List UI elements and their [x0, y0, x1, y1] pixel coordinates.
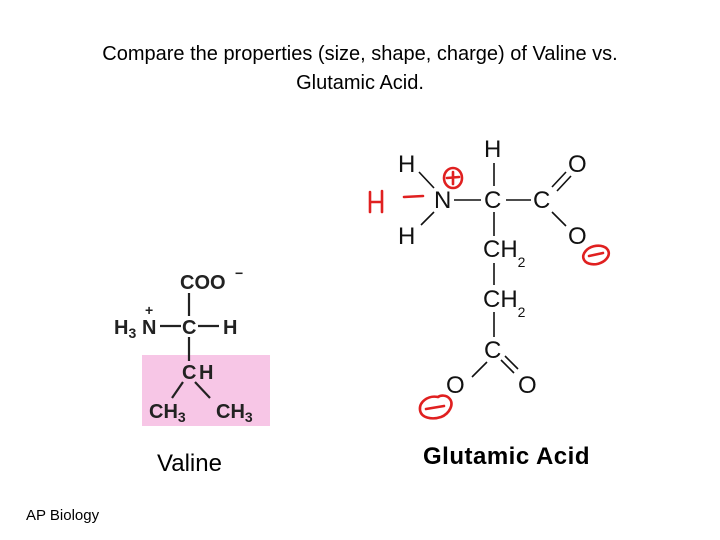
valine-amino-h3: H3 [114, 317, 136, 341]
glu-h-top-left: H [398, 151, 415, 178]
valine-alpha-h: H [223, 317, 237, 339]
annotation-dash [402, 194, 425, 199]
glu-o-right: O [568, 223, 587, 250]
valine-alpha-carbon: C [182, 317, 196, 339]
glu-bond-carboxyl-o-single [551, 211, 567, 227]
title-line-1: Compare the properties (size, shape, cha… [102, 43, 618, 65]
glu-o-bottom-right: O [518, 372, 537, 399]
glu-bond-carboxyl-o-double-b [556, 175, 572, 192]
glu-h-top: H [484, 136, 501, 163]
valine-bond-side-ch3-right [194, 381, 211, 399]
glu-h-bottom-left: H [398, 223, 415, 250]
valine-side-h: H [199, 362, 213, 384]
glu-alpha-carbon: C [484, 187, 501, 214]
glu-o-top-right: O [568, 151, 587, 178]
valine-methyl-right: CH3 [216, 401, 253, 425]
glu-ch2-first: CH2 [483, 236, 526, 270]
annotation-h-letter: H [368, 189, 384, 214]
glu-o-bottom-left: O [446, 372, 465, 399]
valine-methyl-left: CH3 [149, 401, 186, 425]
valine-amino-n: N [142, 317, 156, 339]
glutamic-acid-caption: Glutamic Acid [423, 443, 590, 470]
glu-bond-sidec-o-left [471, 361, 488, 378]
glu-carboxyl-carbon: C [533, 187, 550, 214]
glu-bond-sidec-o-right-b [504, 355, 519, 370]
annotation-negative-charge-carboxyl [581, 244, 611, 266]
annotation-positive-charge [442, 166, 464, 190]
glu-bond-carboxyl-o-double-a [551, 171, 567, 188]
valine-amino-charge: + [145, 302, 153, 318]
valine-coo-charge: − [235, 265, 243, 281]
valine-side-chain-highlight [142, 355, 270, 426]
slide-title: Compare the properties (size, shape, cha… [30, 40, 690, 98]
title-line-2: Glutamic Acid. [296, 72, 424, 94]
glu-bond-n-h-bottomleft [420, 211, 435, 226]
valine-bond-side-ch3-left [171, 381, 184, 399]
valine-coo-group: COO [180, 272, 226, 294]
annotation-negative-charge-side-chain [418, 394, 453, 420]
glu-amino-n: N [434, 187, 451, 214]
glu-bond-n-h-topleft [418, 171, 435, 189]
glu-side-carbon: C [484, 337, 501, 364]
glu-ch2-second: CH2 [483, 286, 526, 320]
footer-label: AP Biology [26, 507, 100, 524]
valine-side-carbon: C [182, 362, 196, 384]
glu-bond-sidec-o-right-a [500, 359, 515, 374]
valine-caption: Valine [157, 450, 222, 477]
